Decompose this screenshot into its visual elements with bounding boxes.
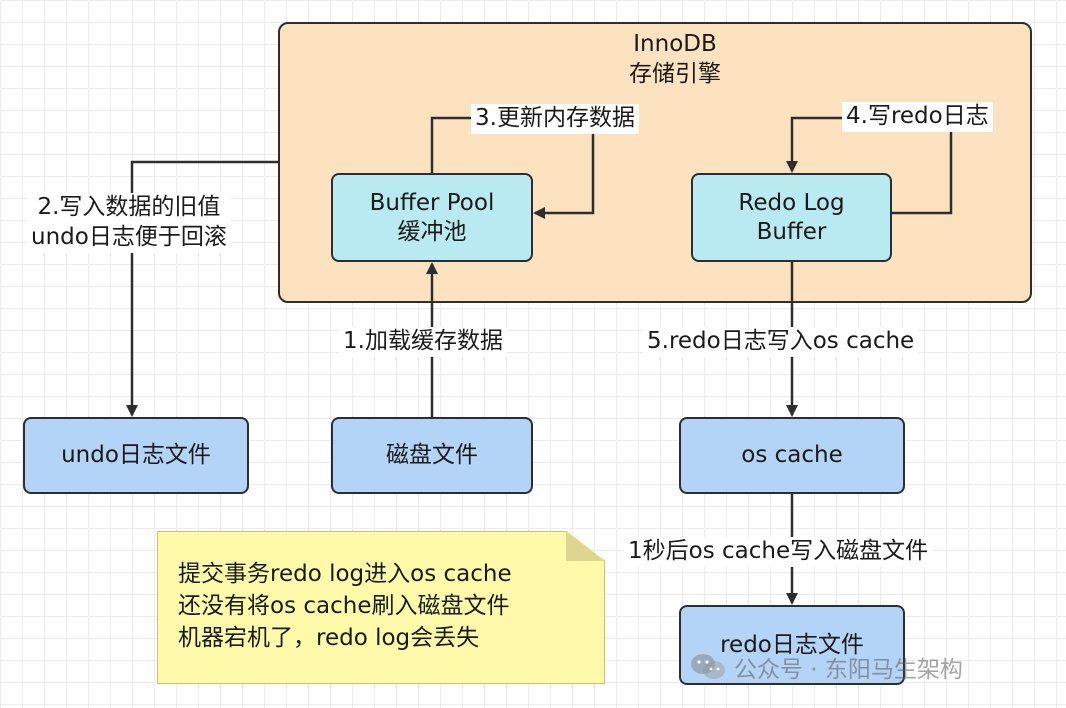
os-cache-label: os cache — [741, 442, 843, 469]
sticky-note — [157, 531, 605, 684]
step-write-undo-label: 2.写入数据的旧值 undo日志便于回滚 — [27, 193, 231, 253]
step-write-redo-label: 4.写redo日志 — [842, 102, 993, 132]
buffer-pool-label: Buffer Pool 缓冲池 — [369, 189, 495, 245]
buffer-pool-box: Buffer Pool 缓冲池 — [331, 173, 533, 262]
disk-file-label: 磁盘文件 — [386, 442, 478, 469]
redo-log-buffer-box: Redo Log Buffer — [691, 173, 892, 262]
undo-log-file-label: undo日志文件 — [61, 442, 211, 469]
arrow-write-redo-log — [786, 116, 953, 215]
wechat-icon — [691, 654, 725, 679]
step-redo-os-cache-label: 5.redo日志写入os cache — [643, 327, 919, 357]
disk-file-box: 磁盘文件 — [331, 417, 533, 494]
undo-log-file-box: undo日志文件 — [23, 417, 249, 494]
sticky-note-text: 提交事务redo log进入os cache 还没有将os cache刷入磁盘文… — [178, 561, 512, 652]
step-flush-disk-label: 1秒后os cache写入磁盘文件 — [624, 537, 933, 567]
watermark: 公众号 · 东阳马生架构 — [690, 650, 963, 684]
os-cache-box: os cache — [679, 417, 905, 494]
redo-log-file-box: redo日志文件 — [679, 605, 905, 685]
step-update-memory-label: 3.更新内存数据 — [471, 104, 639, 134]
arrow-write-undo — [126, 160, 278, 417]
watermark-text: 公众号 · 东阳马生架构 — [734, 657, 963, 683]
redo-log-file-label: redo日志文件 — [720, 631, 864, 658]
redo-log-buffer-label: Redo Log Buffer — [738, 189, 845, 245]
step-load-cache-label: 1.加载缓存数据 — [339, 327, 507, 357]
engine-title: InnoDB 存储引擎 — [629, 31, 721, 87]
